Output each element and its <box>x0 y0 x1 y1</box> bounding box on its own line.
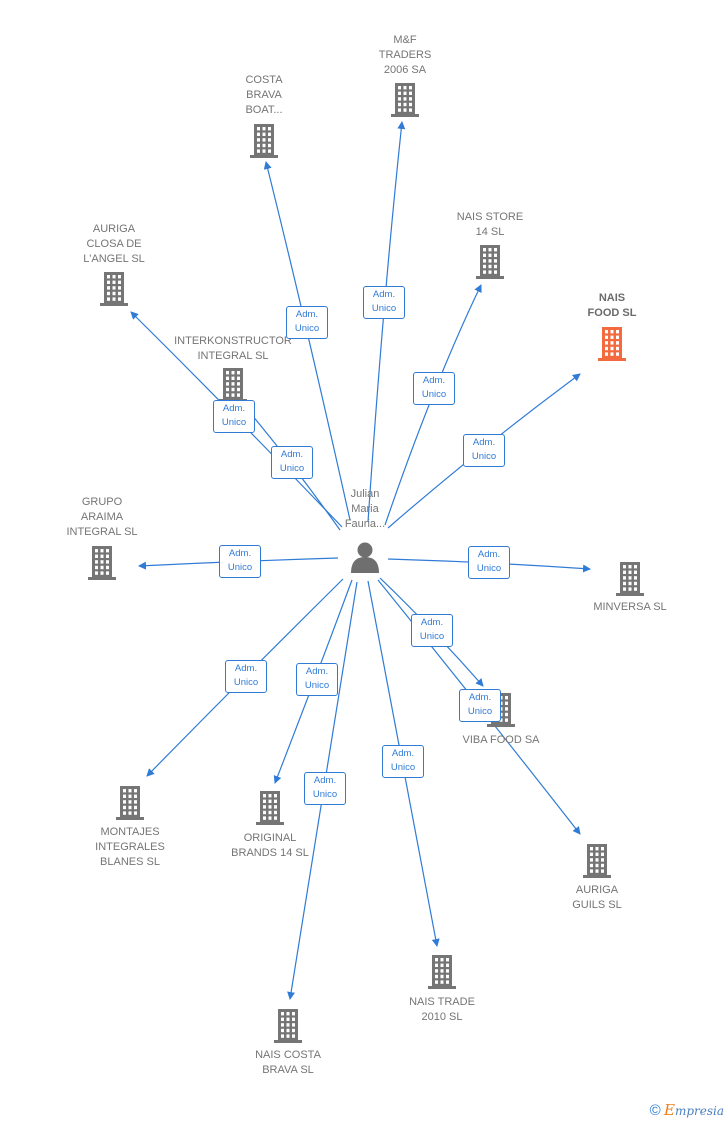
role-badge-line2: Unico <box>233 677 259 688</box>
brand-initial: E <box>663 1101 675 1119</box>
building-icon[interactable] <box>272 1008 304 1044</box>
building-icon[interactable] <box>98 271 130 307</box>
role-badge-line2: Unico <box>471 451 497 462</box>
role-badge[interactable]: Adm. Unico <box>271 446 313 479</box>
role-badge[interactable]: Adm. Unico <box>219 545 261 578</box>
role-badge-line1: Adm. <box>420 617 444 628</box>
role-badge[interactable]: Adm. Unico <box>413 372 455 405</box>
role-badge[interactable]: Adm. Unico <box>382 745 424 778</box>
building-icon[interactable] <box>86 545 118 581</box>
company-name[interactable]: VIBA FOOD SA <box>462 734 540 746</box>
company-name[interactable]: AURIGA CLOSA DE L'ANGEL SL <box>83 223 145 265</box>
company-name[interactable]: MINVERSA SL <box>593 601 667 613</box>
role-badge[interactable]: Adm. Unico <box>296 663 338 696</box>
role-badge-line1: Adm. <box>468 692 492 703</box>
brand-name: mpresia <box>674 1104 724 1118</box>
company-name[interactable]: GRUPO ARAIMA INTEGRAL SL <box>66 496 138 538</box>
company-name[interactable]: AURIGA GUILS SL <box>572 884 622 911</box>
company-name[interactable]: NAIS STORE 14 SL <box>456 211 524 238</box>
role-badge-line1: Adm. <box>391 748 415 759</box>
role-badge-line2: Unico <box>227 562 253 573</box>
role-badge-line2: Unico <box>476 563 502 574</box>
company-name[interactable]: MONTAJES INTEGRALES BLANES SL <box>95 826 165 868</box>
role-badge-line1: Adm. <box>422 375 446 386</box>
role-badge-line1: Adm. <box>372 289 396 300</box>
building-icon[interactable] <box>581 843 613 879</box>
role-badge[interactable]: Adm. Unico <box>304 772 346 805</box>
role-badge-line2: Unico <box>221 417 247 428</box>
role-badge[interactable]: Adm. Unico <box>468 546 510 579</box>
role-badge-line2: Unico <box>419 631 445 642</box>
person-name[interactable]: Julian Maria Fauria... <box>344 488 386 530</box>
role-badge-line2: Unico <box>467 706 493 717</box>
role-badge-line1: Adm. <box>280 449 304 460</box>
company-name[interactable]: M&F TRADERS 2006 SA <box>378 34 432 76</box>
role-badge-line2: Unico <box>304 680 330 691</box>
building-icon[interactable] <box>474 244 506 280</box>
role-badge-line2: Unico <box>312 789 338 800</box>
role-badge-line2: Unico <box>390 762 416 773</box>
company-name[interactable]: NAIS COSTA BRAVA SL <box>255 1049 321 1076</box>
company-name[interactable]: NAIS FOOD SL <box>587 292 637 319</box>
role-badge-line1: Adm. <box>477 549 501 560</box>
role-badge-line1: Adm. <box>313 775 337 786</box>
empresia-brand[interactable]: © Empresia <box>650 1101 724 1119</box>
building-icon[interactable] <box>426 954 458 990</box>
building-icon[interactable] <box>114 785 146 821</box>
building-icon[interactable] <box>614 561 646 597</box>
building-icon[interactable] <box>217 367 249 403</box>
company-name[interactable]: INTERKONSTRUCTOR INTEGRAL SL <box>174 335 292 362</box>
role-badge-line1: Adm. <box>228 548 252 559</box>
person-icon[interactable] <box>348 540 382 574</box>
role-badge-line1: Adm. <box>234 663 258 674</box>
role-badge[interactable]: Adm. Unico <box>459 689 501 722</box>
role-badge[interactable]: Adm. Unico <box>411 614 453 647</box>
building-icon[interactable] <box>248 123 280 159</box>
role-badge-line2: Unico <box>421 389 447 400</box>
company-name[interactable]: ORIGINAL BRANDS 14 SL <box>231 832 309 859</box>
role-badge[interactable]: Adm. Unico <box>363 286 405 319</box>
building-icon[interactable] <box>596 326 628 362</box>
role-badge-line2: Unico <box>279 463 305 474</box>
copyright-icon: © <box>649 1102 661 1119</box>
role-badge[interactable]: Adm. Unico <box>213 400 255 433</box>
role-badge[interactable]: Adm. Unico <box>225 660 267 693</box>
role-badge-line1: Adm. <box>222 403 246 414</box>
role-badge-line1: Adm. <box>305 666 329 677</box>
role-badge[interactable]: Adm. Unico <box>286 306 328 339</box>
role-badge-line1: Adm. <box>295 309 319 320</box>
role-badge-line2: Unico <box>371 303 397 314</box>
role-badge-line2: Unico <box>294 323 320 334</box>
company-name[interactable]: NAIS TRADE 2010 SL <box>409 996 475 1023</box>
role-badge[interactable]: Adm. Unico <box>463 434 505 467</box>
building-icon[interactable] <box>254 790 286 826</box>
role-badge-line1: Adm. <box>472 437 496 448</box>
building-icon[interactable] <box>389 82 421 118</box>
relation-edge <box>367 121 406 523</box>
company-name[interactable]: COSTA BRAVA BOAT... <box>245 74 283 116</box>
